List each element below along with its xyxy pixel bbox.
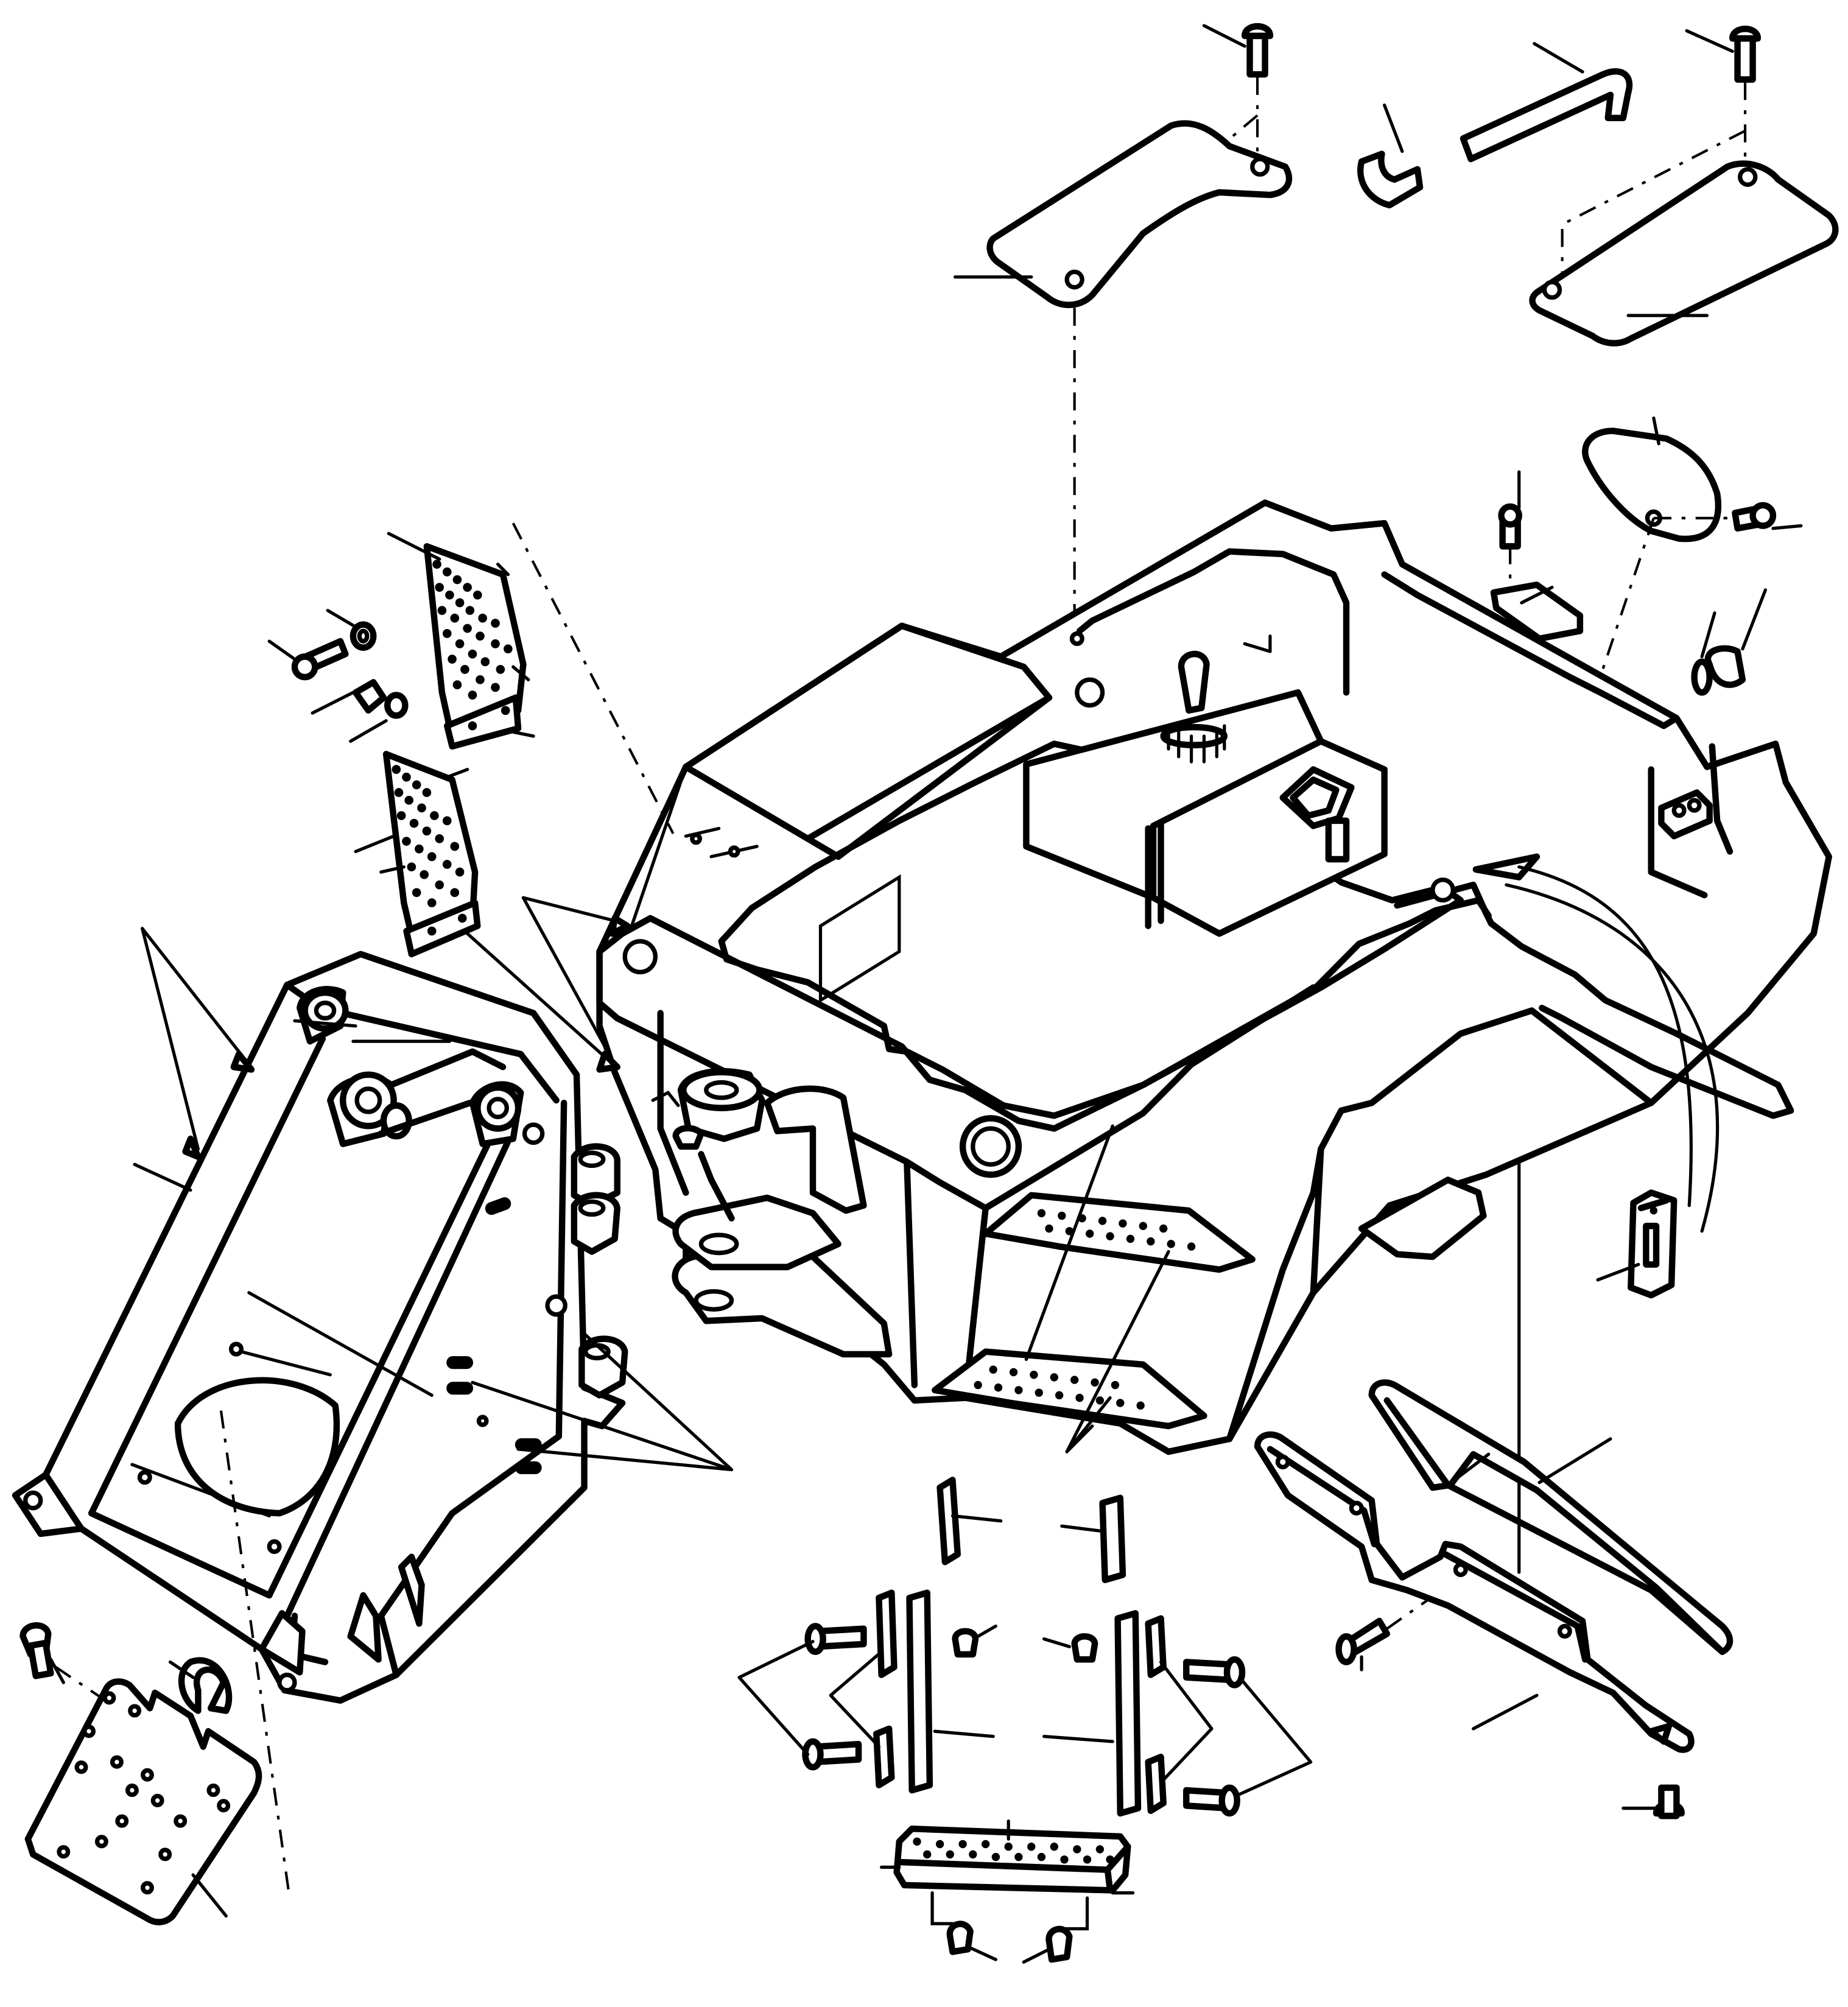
cover-plate-oval [1563,416,1803,783]
support-bracket-left [12,927,734,1899]
step-plate-upper [387,532,535,750]
screw-top-right [1685,26,1762,83]
step-holes-frame [974,1209,1196,1410]
step-block [880,1819,1135,1895]
fuel-tank [1023,689,1388,937]
bolts-and-nuts [737,1586,1685,1964]
bolts-and-nuts [267,522,759,1073]
mount-plate [19,1622,262,1925]
side-rail-right [1368,1379,1734,1655]
hose-bent [1357,104,1424,209]
step-plate-lower [354,751,481,958]
main-frame [596,499,1832,1574]
clip-block [1596,1189,1678,1299]
rod-hook [1460,41,1633,163]
side-rail-left [1254,1431,1695,1753]
top-plate-left [953,120,1293,308]
spacer-plates [873,1477,1167,1817]
screw-top-left [1202,23,1274,78]
top-plate-right [1529,160,1839,346]
